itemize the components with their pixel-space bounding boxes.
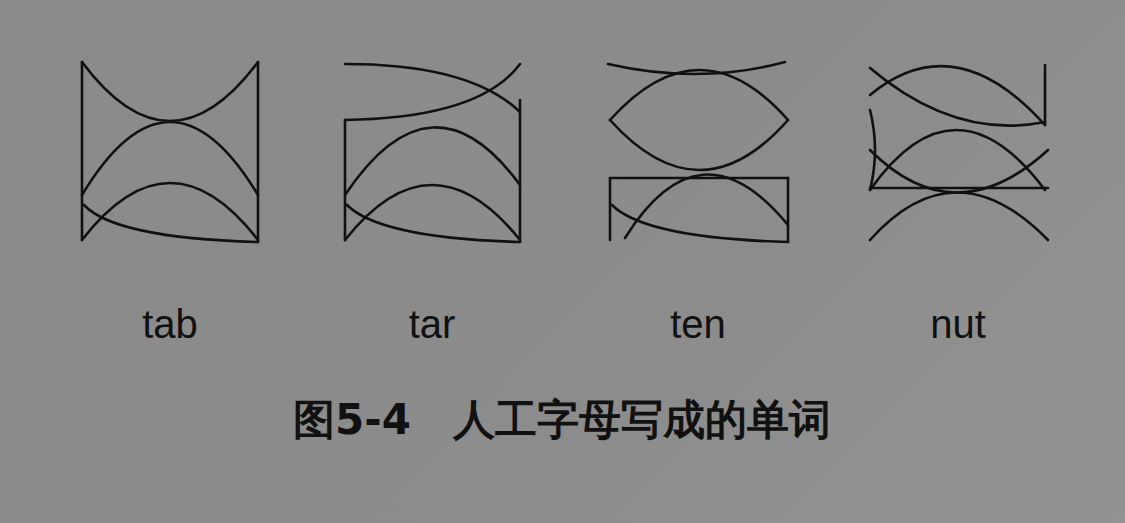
word-label: ten — [670, 302, 726, 347]
glyph-word — [345, 64, 520, 242]
word-label: tar — [409, 302, 456, 347]
glyph-word — [608, 62, 788, 242]
glyph-word — [870, 65, 1048, 240]
word-label: tab — [142, 302, 198, 347]
glyph-word — [82, 62, 258, 242]
word-label: nut — [930, 302, 986, 347]
figure-caption: 图5-4 人工字母写成的单词 — [293, 392, 831, 448]
